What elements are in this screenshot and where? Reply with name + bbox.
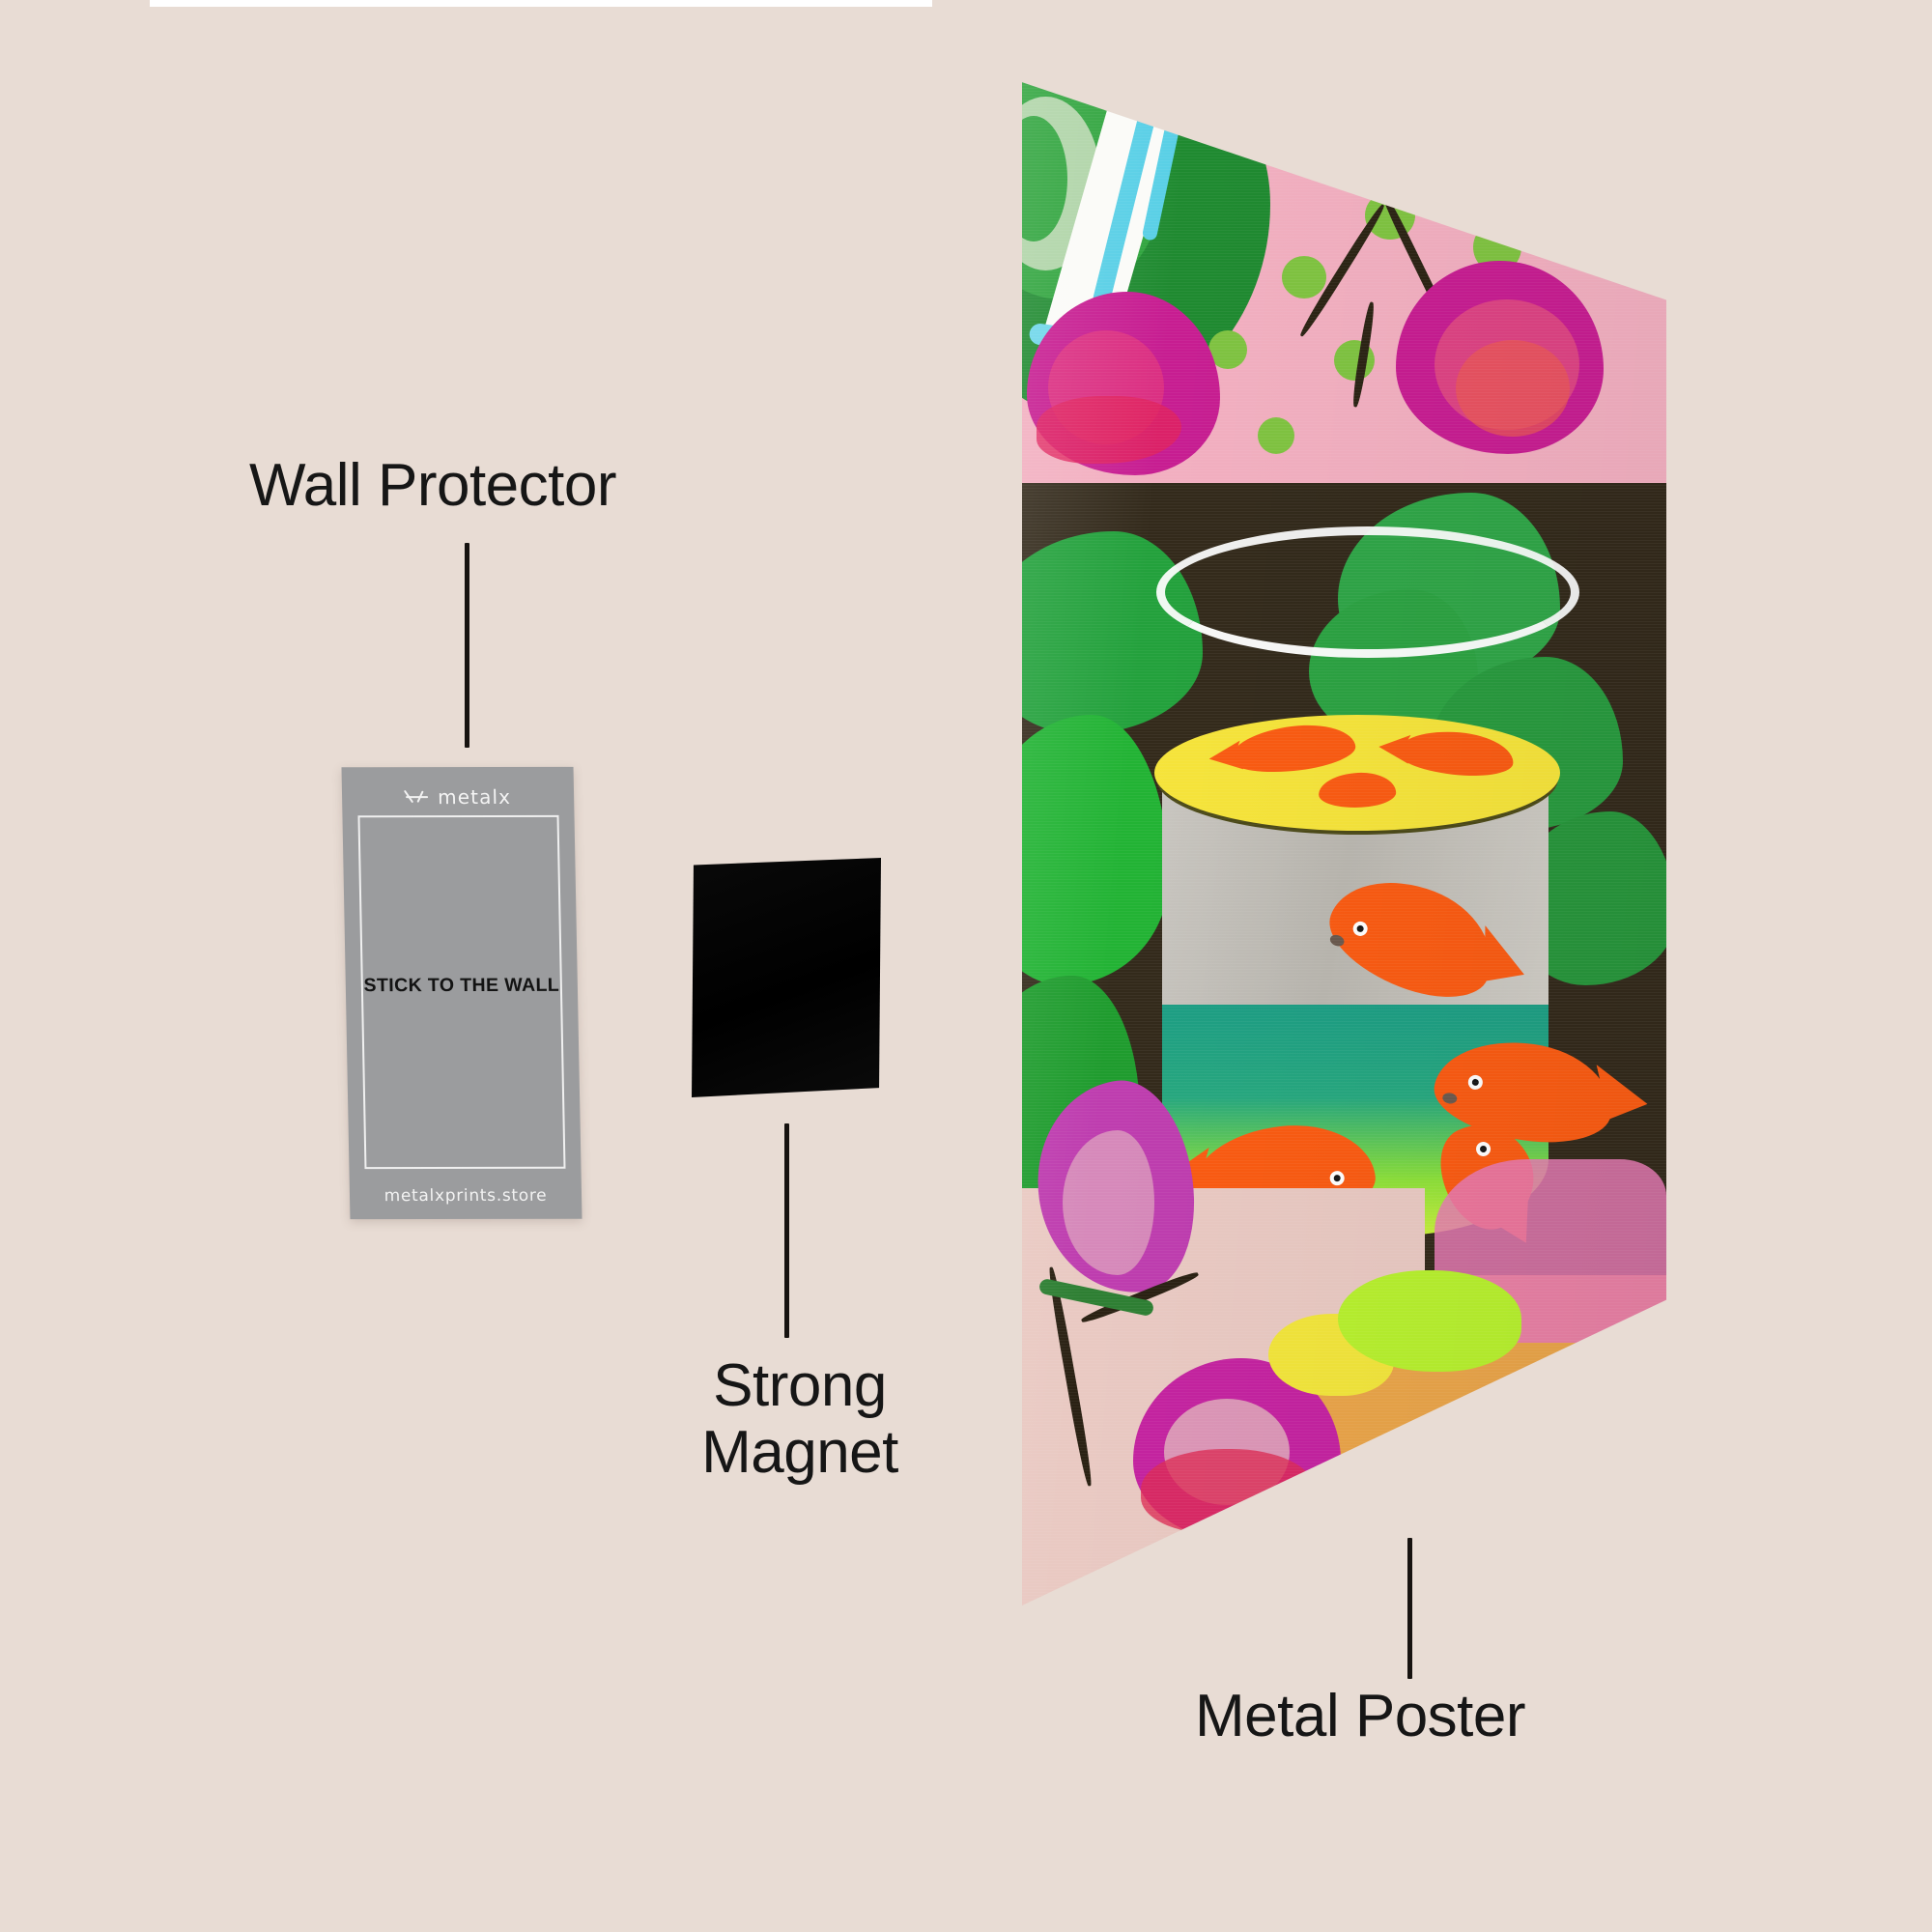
- card-website-url: metalxprints.store: [384, 1185, 548, 1207]
- poster-artwork: [1022, 82, 1666, 1606]
- callout-label-wall-protector: Wall Protector: [249, 452, 617, 519]
- strong-magnet-product[interactable]: [692, 858, 881, 1097]
- metal-poster-product[interactable]: [1022, 82, 1666, 1606]
- metalx-logo-icon: [403, 788, 430, 806]
- leader-line-metal-poster: [1407, 1538, 1412, 1679]
- wall-protector-product[interactable]: metalx STICK TO THE WALL metalxprints.st…: [341, 766, 582, 1220]
- brand-name: metalx: [437, 784, 512, 810]
- leader-line-wall-protector: [465, 543, 469, 748]
- glass-rim: [1156, 526, 1579, 658]
- card-headline: STICK TO THE WALL: [363, 974, 560, 997]
- leader-line-strong-magnet: [784, 1123, 789, 1338]
- metalx-logo: metalx: [342, 784, 575, 810]
- callout-label-strong-magnet: Strong Magnet: [701, 1352, 898, 1487]
- top-white-strip: [150, 0, 932, 7]
- callout-label-metal-poster: Metal Poster: [1195, 1683, 1526, 1749]
